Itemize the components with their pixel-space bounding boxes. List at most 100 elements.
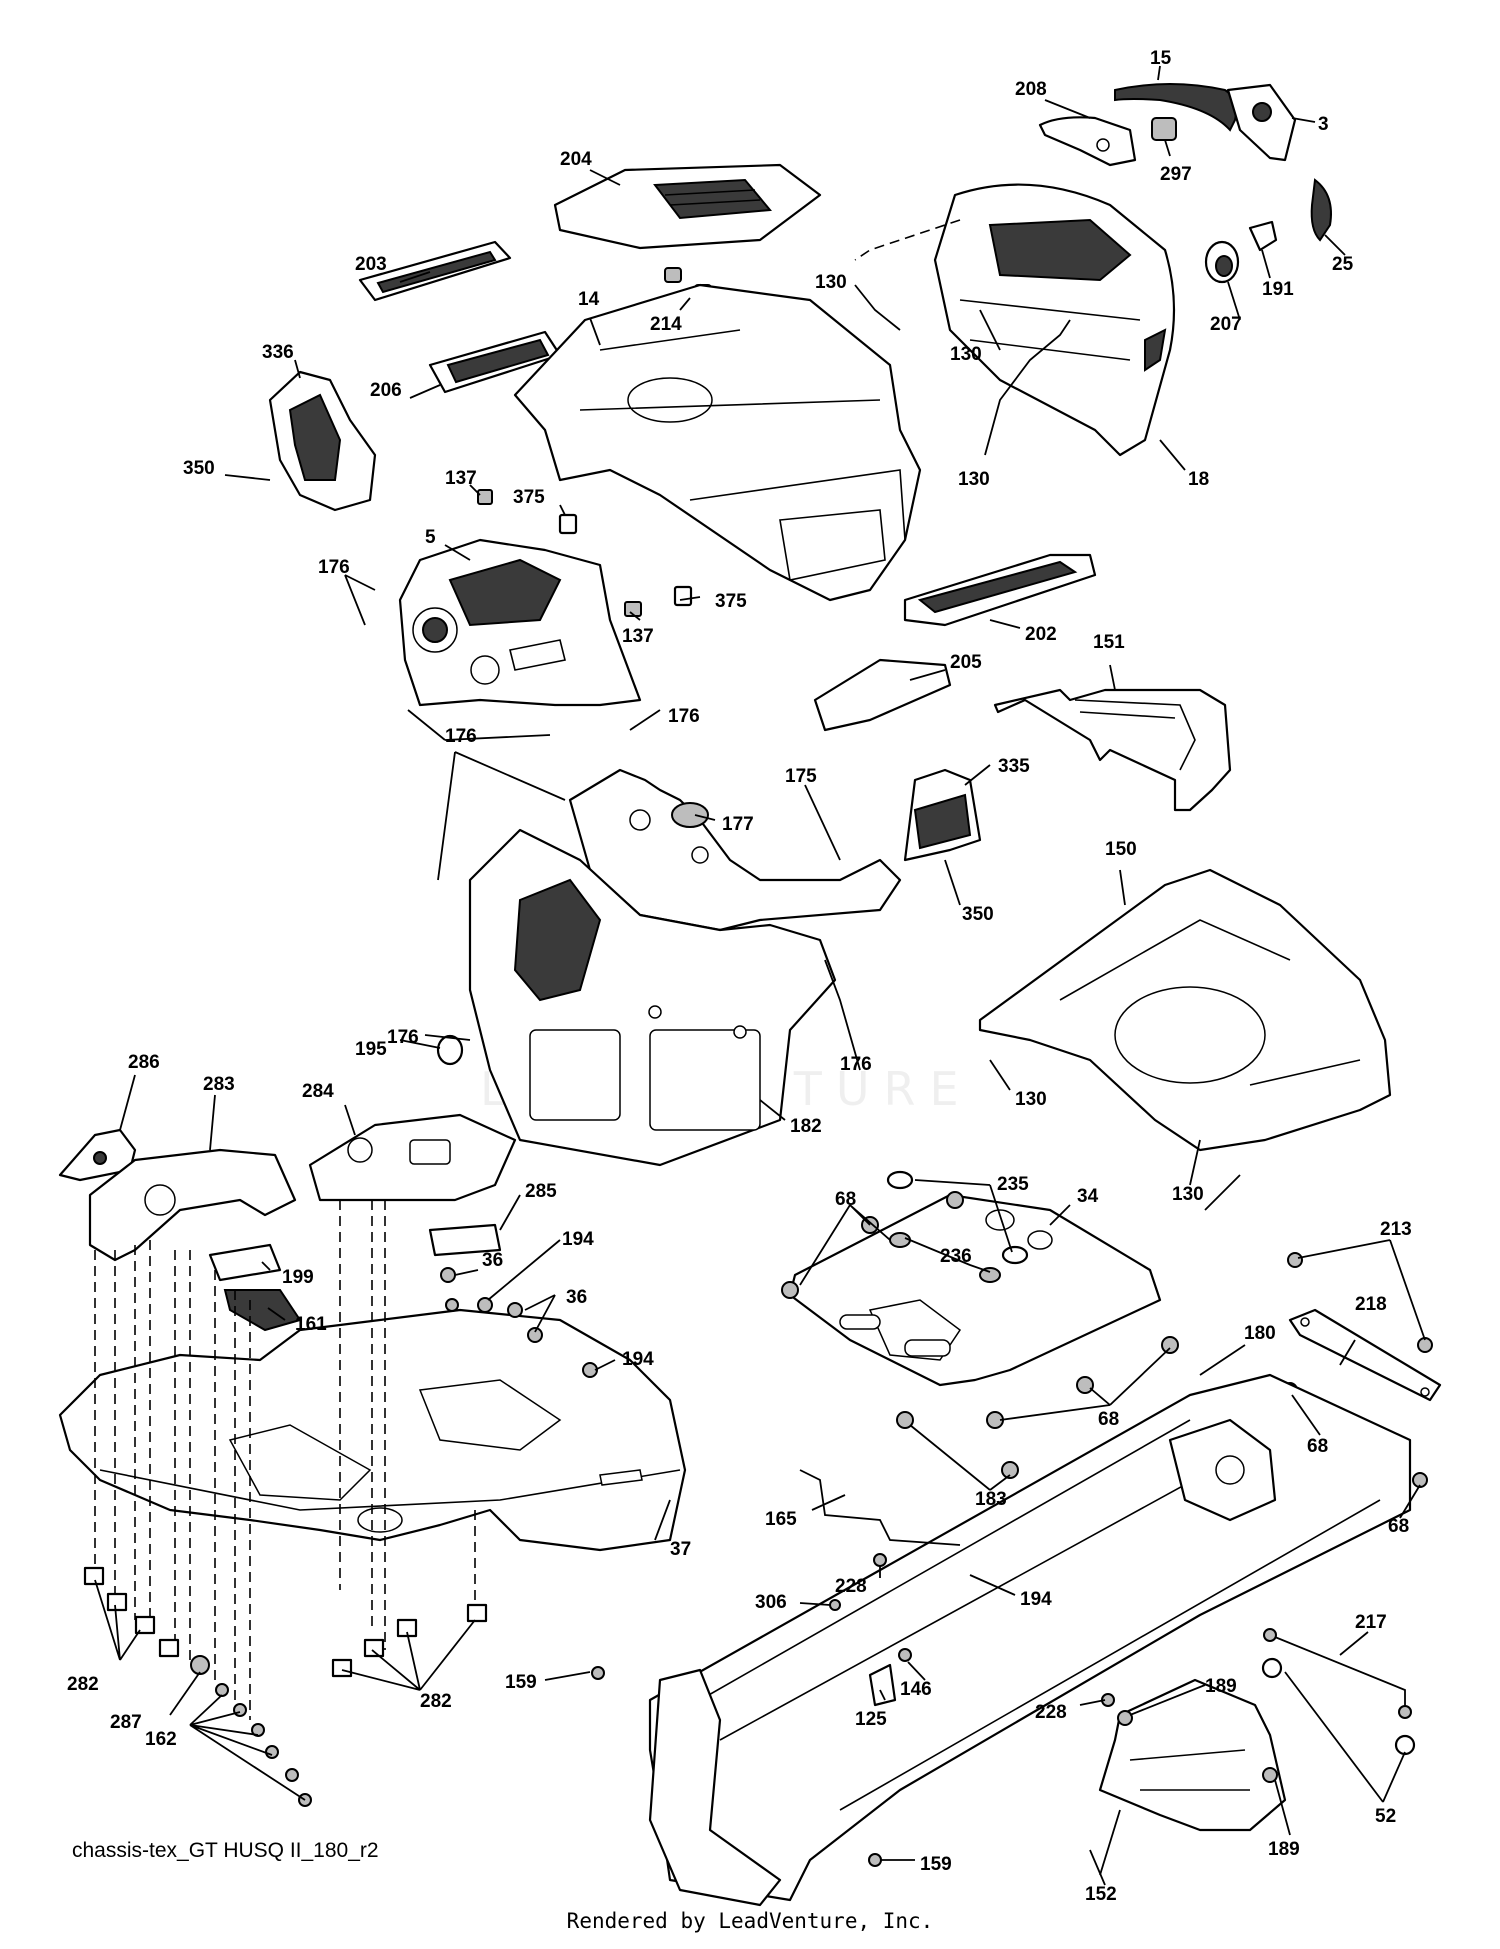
part-34-plate [788,1193,1162,1387]
part-162-screws [215,1683,312,1807]
label-283: 283 [203,1074,235,1095]
label-205: 205 [950,652,982,673]
label-36-a: 36 [482,1250,503,1271]
label-176-e: 176 [840,1054,872,1075]
part-52-nuts [1261,1657,1416,1756]
label-195: 195 [355,1039,387,1060]
label-183: 183 [975,1489,1007,1510]
label-194-a: 194 [562,1229,594,1250]
part-204-hood-vent [553,163,822,250]
part-18-bumper [933,183,1176,457]
label-287: 287 [110,1712,142,1733]
part-177-clip [671,802,709,828]
label-375-b: 375 [715,591,747,612]
fender-dashed-leaders [94,1200,476,1720]
label-151: 151 [1093,632,1125,653]
label-25: 25 [1332,254,1354,275]
label-14: 14 [578,289,600,310]
label-137-a: 137 [445,468,477,489]
label-150: 150 [1105,839,1137,860]
part-202-vent [903,553,1097,627]
label-350-a: 350 [183,458,215,479]
label-189-b: 189 [1268,1839,1300,1860]
label-130-c: 130 [958,469,990,490]
label-208: 208 [1015,79,1047,100]
label-194-b: 194 [622,1349,654,1370]
label-285: 285 [525,1181,557,1202]
label-236: 236 [940,1246,972,1267]
label-297: 297 [1160,164,1192,185]
part-207-lamp [1204,240,1240,284]
leader-lines [94,65,1426,1886]
label-286: 286 [128,1052,160,1073]
label-159-a: 159 [505,1672,537,1693]
part-151-bracket [993,688,1232,812]
label-130-b: 130 [950,344,982,365]
part-206-grille [428,330,562,394]
label-130-e: 130 [1172,1184,1204,1205]
label-176-b: 176 [668,706,700,727]
part-282-clips [83,1566,488,1678]
part-137-clips [477,489,642,617]
label-36-b: 36 [566,1287,587,1308]
label-37: 37 [670,1539,691,1560]
part-36-bolts [440,1267,543,1343]
label-228-a: 228 [835,1576,867,1597]
label-350-b: 350 [962,904,994,925]
label-152: 152 [1085,1884,1117,1905]
label-125: 125 [855,1709,887,1730]
label-34: 34 [1077,1186,1099,1207]
label-189-a: 189 [1205,1676,1237,1697]
label-375-a: 375 [513,487,545,508]
label-5: 5 [425,527,436,548]
part-152-step [1098,1678,1287,1832]
part-286-cap [58,1128,137,1182]
part-283-fender [88,1148,297,1262]
label-176-c: 176 [445,726,477,747]
label-165: 165 [765,1509,797,1530]
label-336: 336 [262,342,294,363]
credit-text: Rendered by LeadVenture, Inc. [567,1909,934,1933]
label-52: 52 [1375,1806,1396,1827]
part-218-bar [1288,1308,1442,1402]
label-228-b: 228 [1035,1702,1067,1723]
label-207: 207 [1210,314,1242,335]
part-3-panel [1226,83,1297,162]
label-235: 235 [997,1174,1029,1195]
label-130-d: 130 [1015,1089,1047,1110]
part-189-bolts [1117,1710,1278,1783]
part-375-pads [558,513,693,607]
part-14-hood [513,283,922,602]
part-25-trim [1310,178,1332,242]
label-3: 3 [1318,114,1329,135]
label-202: 202 [1025,624,1057,645]
part-15-strip [1114,83,1238,132]
part-235-236-bushings [886,1170,1029,1283]
label-68-a: 68 [835,1189,856,1210]
label-335: 335 [998,756,1030,777]
part-284-fender [308,1113,517,1202]
part-191-clip [1248,220,1278,252]
part-228-pins [873,1553,1115,1707]
part-150-pan [978,868,1392,1152]
label-175: 175 [785,766,817,787]
part-199-plate [208,1243,282,1282]
label-194-c: 194 [1020,1589,1052,1610]
label-199: 199 [282,1267,314,1288]
label-177: 177 [722,814,754,835]
part-297-clip [1151,117,1177,141]
label-162: 162 [145,1729,177,1750]
label-191: 191 [1262,279,1294,300]
label-68-d: 68 [1388,1516,1409,1537]
part-287-bolt [190,1655,210,1675]
part-335-panel [903,768,982,862]
part-159-bolts [591,1666,882,1867]
part-285-pad [428,1223,502,1257]
part-183-screws [896,1411,1019,1479]
part-165-rod [799,1469,961,1546]
label-182: 182 [790,1116,822,1137]
label-130-a: 130 [815,272,847,293]
label-282-b: 282 [420,1691,452,1712]
label-137-b: 137 [622,626,654,647]
part-5-dash-panel [398,538,642,707]
